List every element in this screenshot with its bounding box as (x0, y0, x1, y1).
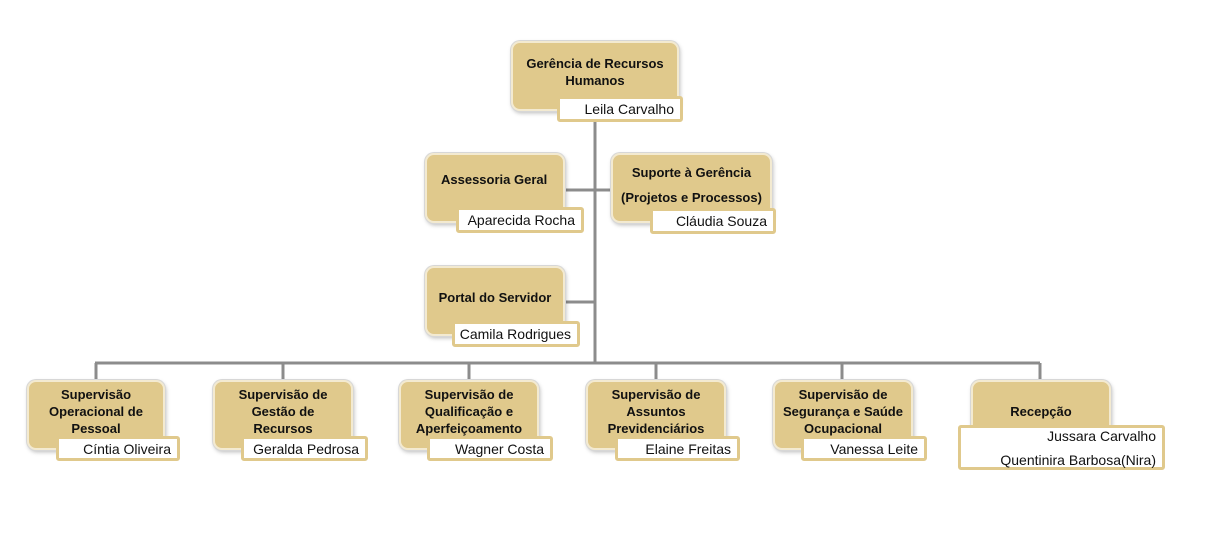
node-unit-3-title: Supervisão de Qualificação e Aperfeiçoam… (415, 387, 523, 436)
node-portal-servidor: Portal do Servidor (425, 266, 565, 336)
name-unit-5: Vanessa Leite (830, 440, 918, 457)
name-unit-2: Geralda Pedrosa (253, 440, 359, 457)
name-tag-suporte: Cláudia Souza (650, 208, 776, 234)
name-gerencia: Leila Carvalho (584, 101, 675, 117)
name-tag-portal: Camila Rodrigues (452, 321, 580, 347)
name-tag-unit-2: Geralda Pedrosa (241, 436, 368, 461)
name-unit-3: Wagner Costa (455, 440, 544, 457)
node-assessoria-title: Assessoria Geral (441, 171, 548, 187)
name-tag-gerencia: Leila Carvalho (557, 96, 683, 122)
node-portal-title: Portal do Servidor (438, 289, 552, 305)
name-unit-6-b: Quentinira Barbosa(Nira) (1000, 451, 1156, 468)
name-tag-unit-5: Vanessa Leite (801, 436, 927, 461)
node-unit-1-title: Supervisão Operacional de Pessoal (49, 387, 143, 436)
name-assessoria: Aparecida Rocha (467, 212, 575, 228)
name-unit-6-a: Jussara Carvalho (1047, 427, 1156, 444)
name-portal: Camila Rodrigues (459, 326, 571, 342)
node-unit-5-title: Supervisão de Segurança e Saúde Ocupacio… (783, 387, 903, 436)
name-unit-1: Cíntia Oliveira (83, 440, 171, 457)
name-tag-unit-4: Elaine Freitas (615, 436, 740, 461)
name-suporte: Cláudia Souza (675, 213, 767, 229)
name-tag-unit-3: Wagner Costa (427, 436, 553, 461)
name-unit-4: Elaine Freitas (645, 440, 731, 457)
node-unit-4-title: Supervisão de Assuntos Previdenciários (607, 387, 705, 436)
name-tag-assessoria: Aparecida Rocha (456, 207, 584, 233)
node-gerencia-title: Gerência de Recursos Humanos (526, 56, 664, 88)
node-unit-6-title: Recepção (1010, 403, 1072, 419)
node-suporte-title-line1: Suporte à Gerência (631, 165, 752, 180)
name-tag-unit-6: Jussara Carvalho Quentinira Barbosa(Nira… (958, 425, 1165, 470)
node-suporte-title-line2: (Projetos e Processos) (621, 190, 762, 205)
name-tag-unit-1: Cíntia Oliveira (56, 436, 180, 461)
